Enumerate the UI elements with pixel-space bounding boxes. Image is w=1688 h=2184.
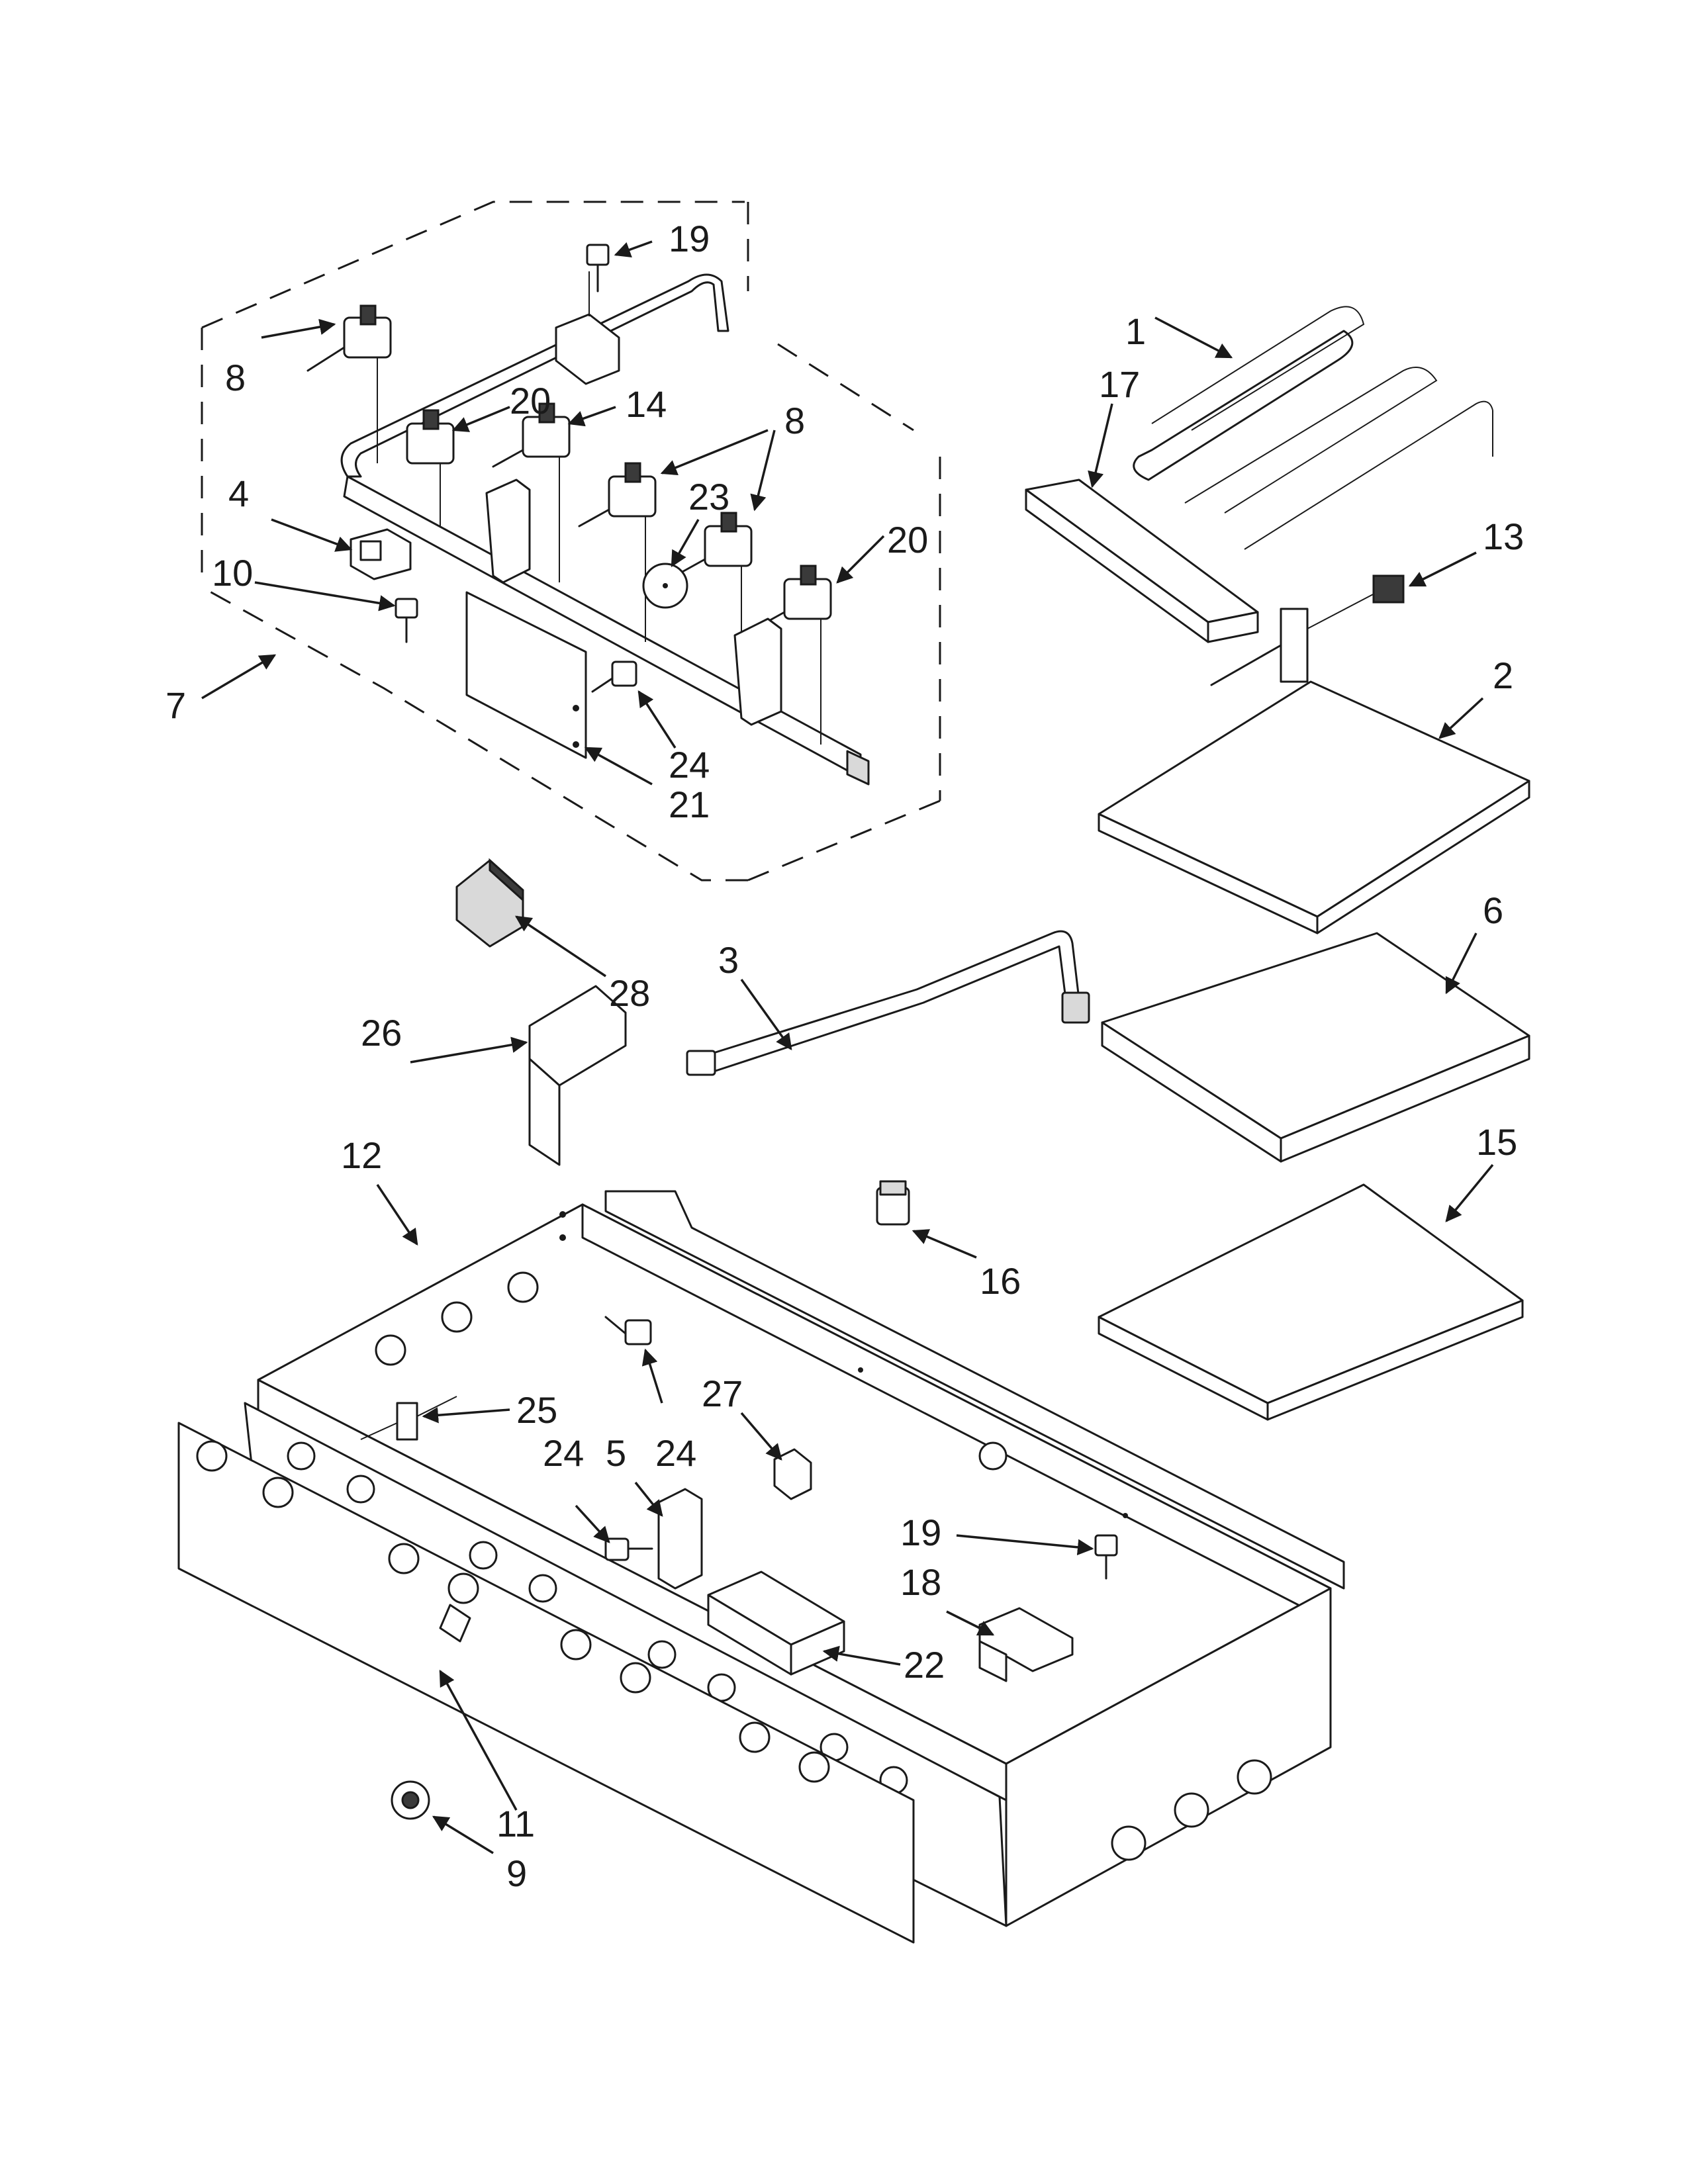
manifold-bracket-left bbox=[485, 478, 531, 584]
screw-10 bbox=[395, 598, 418, 643]
burner-valve-20-left bbox=[406, 409, 455, 526]
callout-24-left: 24 bbox=[543, 1432, 584, 1474]
callout-11: 11 bbox=[496, 1803, 535, 1844]
burner-valve-8-right bbox=[674, 512, 753, 692]
front-control-panel bbox=[177, 1422, 915, 1944]
screw-19-top bbox=[586, 244, 610, 293]
callout-24-upper: 24 bbox=[669, 744, 710, 786]
callout-22: 22 bbox=[904, 1644, 945, 1686]
callout-17: 17 bbox=[1099, 363, 1140, 405]
callout-12: 12 bbox=[341, 1134, 382, 1176]
callout-8-left: 8 bbox=[225, 357, 246, 398]
callout-3: 3 bbox=[718, 939, 739, 981]
callout-27: 27 bbox=[702, 1373, 743, 1414]
control-knob bbox=[391, 1780, 430, 1820]
switch-28 bbox=[455, 858, 524, 948]
burner-valve-8-top bbox=[306, 304, 392, 463]
callout-8-right: 8 bbox=[784, 400, 805, 441]
manifold-bracket-right bbox=[733, 617, 782, 726]
callout-28: 28 bbox=[609, 972, 650, 1014]
callout-19-chassis: 19 bbox=[900, 1512, 941, 1553]
insulation-pad bbox=[1098, 1183, 1524, 1421]
griddle-plate bbox=[1101, 932, 1530, 1163]
burner-valve-14 bbox=[492, 402, 571, 582]
callout-5: 5 bbox=[606, 1432, 626, 1474]
callout-21: 21 bbox=[669, 784, 710, 825]
screw-19-chassis bbox=[1094, 1534, 1118, 1580]
callout-16: 16 bbox=[980, 1260, 1021, 1302]
manifold-bracket-top bbox=[555, 271, 620, 385]
callout-20-right: 20 bbox=[887, 519, 928, 561]
callout-25: 25 bbox=[516, 1389, 557, 1431]
callout-18: 18 bbox=[900, 1561, 941, 1603]
callout-23: 23 bbox=[688, 476, 729, 518]
callout-10: 10 bbox=[212, 552, 253, 594]
callout-20-left: 20 bbox=[510, 380, 551, 422]
burner-valve-20-right bbox=[753, 565, 832, 745]
callout-14: 14 bbox=[626, 383, 667, 425]
fitting-16 bbox=[876, 1180, 910, 1226]
callout-7: 7 bbox=[165, 684, 186, 726]
screw bbox=[591, 660, 637, 693]
gas-supply-tube bbox=[686, 930, 1090, 1076]
callout-15: 15 bbox=[1476, 1121, 1517, 1163]
small-bracket bbox=[350, 528, 412, 580]
callout-labels: 19 1 17 8 20 14 8 23 20 4 10 13 7 2 24 2… bbox=[165, 218, 1524, 1894]
igniter-sensor bbox=[1210, 574, 1405, 686]
callout-19-top: 19 bbox=[669, 218, 710, 259]
callout-24-right: 24 bbox=[655, 1432, 696, 1474]
screw-24-chassis bbox=[604, 1316, 652, 1345]
burner-valve-8-middle bbox=[578, 462, 657, 642]
bracket-26 bbox=[528, 985, 627, 1166]
bracket-18 bbox=[978, 1607, 1074, 1682]
box-22 bbox=[707, 1570, 845, 1676]
callout-4: 4 bbox=[228, 473, 249, 514]
callout-26: 26 bbox=[361, 1012, 402, 1054]
griddle-pan bbox=[1098, 680, 1530, 934]
screw-24-lower bbox=[604, 1537, 653, 1561]
callout-6: 6 bbox=[1483, 889, 1503, 931]
electrode-25 bbox=[360, 1396, 457, 1441]
manifold-assembly-outline bbox=[201, 201, 941, 882]
gas-manifold-pipe bbox=[340, 273, 870, 786]
callout-13: 13 bbox=[1483, 516, 1524, 557]
clip-27 bbox=[773, 1448, 812, 1500]
heating-element bbox=[1133, 306, 1493, 550]
drip-tray bbox=[1025, 478, 1259, 643]
leader-lines bbox=[201, 240, 1494, 1854]
callout-2: 2 bbox=[1493, 655, 1513, 696]
callout-1: 1 bbox=[1125, 310, 1146, 352]
block-5 bbox=[657, 1488, 703, 1590]
callout-9: 9 bbox=[506, 1852, 527, 1894]
